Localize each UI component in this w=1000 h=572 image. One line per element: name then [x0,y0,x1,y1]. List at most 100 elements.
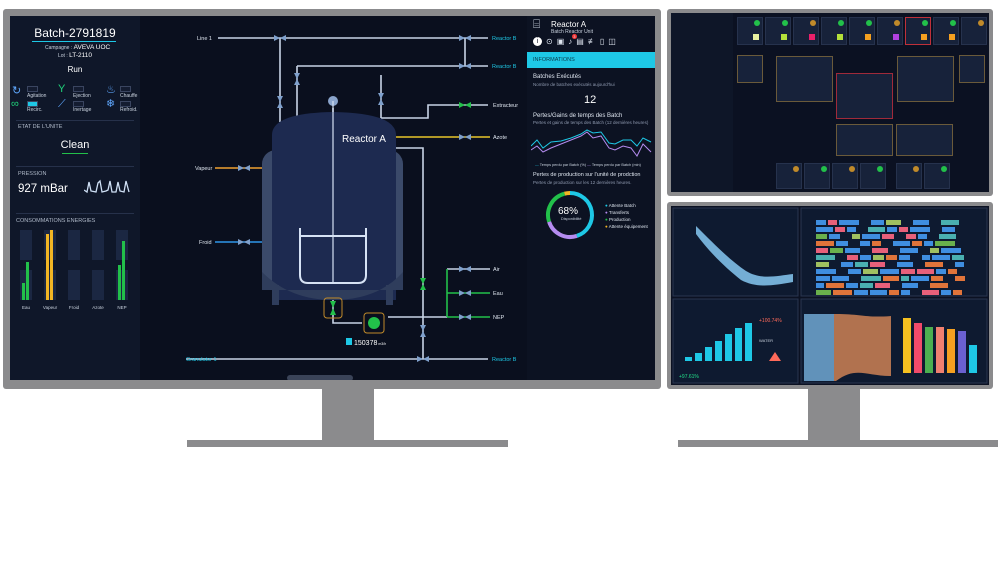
kpi-c: WATER [759,338,773,343]
donut-segment [546,191,566,223]
function-label: Ejection [73,93,91,99]
gantt-bar [841,262,853,267]
gantt-bar [816,255,835,260]
equipment-tile[interactable] [961,17,987,45]
gantt-bar [852,234,860,239]
gantt-bar [901,269,915,274]
target-icon[interactable]: ⊙ [546,37,553,46]
function-label: Chauffe [120,93,138,99]
gantt-bar [899,227,908,232]
reactor-b-link[interactable]: Reactor B [492,64,517,70]
gantt-bar [816,262,829,267]
gantt-bar [887,227,897,232]
informations-tab[interactable]: INFORMATIONS [527,52,655,68]
lock-icon[interactable]: ▣ [556,37,565,46]
reactor-b-link[interactable]: Reactor B [492,357,517,363]
nep-label: NEP [493,315,505,321]
side-monitor-stand [808,389,860,441]
equipment-tile[interactable] [849,17,875,45]
equipment-tile[interactable] [896,163,922,189]
divider [16,213,134,214]
availability-label: Disponibilité [561,217,582,221]
gains-legend: — Temps perdu par Batch (%) — Temps perd… [535,163,641,167]
gantt-bar [847,227,856,232]
equipment-tile[interactable] [765,17,791,45]
equipment-tile[interactable] [776,163,802,189]
gantt-bar [913,220,929,225]
trend-area [696,226,793,286]
function-label: Recirc. [27,107,43,113]
divider [16,120,134,121]
batches-value: 12 [584,94,597,106]
status-bar [947,329,955,373]
side-monitor-base [678,440,998,447]
equipment-tile[interactable] [933,17,959,45]
batch-panel: Batch-2791819 Campagne : AVEVA UOC Lot :… [10,16,140,380]
dashboard-charts: +100.74% WATER +97.61% [672,207,988,384]
campaign-value: AVEVA UOC [73,44,111,51]
split-icon: Y [58,83,66,95]
gantt-bar [862,234,880,239]
chauffe-indicator [120,86,131,92]
scrollbar[interactable] [287,375,353,380]
lot-label: Lot : [58,53,68,59]
bell-icon[interactable]: ♪3 [568,34,577,46]
donut-segment [564,191,571,196]
reactor-label: Reactor A [342,134,386,145]
info-icon[interactable]: i [533,37,542,46]
sliders-icon[interactable]: ≢ [587,37,596,46]
ejection-indicator [73,86,84,92]
gantt-bar [941,220,959,225]
battery-icon[interactable]: ▯ [599,37,605,46]
agitation-indicator [27,86,38,92]
donut-legend: ● Attente Batch● Transferts● Production●… [605,202,648,230]
equipment-tile[interactable] [804,163,830,189]
air-label: Air [493,267,500,273]
gantt-bar [901,276,909,281]
equipment-tile[interactable] [737,55,763,83]
equipment-tile[interactable] [776,56,833,102]
campaign-row: Campagne : AVEVA UOC [45,44,110,51]
gantt-bar [883,276,899,281]
unit-state-underline [62,153,88,154]
equipment-tile[interactable] [877,17,903,45]
production-title: Pertes de production sur l'unité de prod… [533,172,641,178]
equipment-tile[interactable] [959,55,985,83]
equipment-tile[interactable] [821,17,847,45]
gantt-bar [861,276,881,281]
notification-badge: 3 [572,34,577,39]
dashboard-screen: +100.74% WATER +97.61% [671,206,989,385]
donut-segment [547,221,578,239]
lot-row: Lot : LT-2110 [58,52,92,59]
equipment-tile[interactable] [737,17,763,45]
equipment-tile[interactable] [905,17,931,45]
equipment-tile[interactable] [836,73,893,119]
gantt-bar [932,255,950,260]
gantt-bar [816,248,828,253]
gains-line-chart [531,129,652,157]
campaign-label: Campagne : [45,45,73,51]
equipment-tile[interactable] [836,124,893,156]
gantt-bar [941,248,961,253]
equipment-tile[interactable] [896,124,953,156]
gantt-bar [880,269,899,274]
equipment-tile[interactable] [860,163,886,189]
energy-heading: CONSOMMATIONS ENERGIES [16,218,96,224]
status-bar [958,331,966,373]
gantt-bar [846,283,858,288]
energy-label: Vapeur [42,305,58,310]
equipment-tile[interactable] [832,163,858,189]
gantt-bar [832,276,849,281]
status-bar [936,327,944,373]
equipment-tile[interactable] [793,17,819,45]
gantt-bar [854,290,868,295]
reactor-b-link[interactable]: Reactor B [492,36,517,42]
equipment-tile[interactable] [924,163,950,189]
refroid-indicator [120,101,131,107]
granulator-link[interactable]: Granulator 1 [186,357,217,363]
image-icon[interactable]: ▤ [576,37,584,46]
book-icon[interactable]: ◫ [608,37,616,46]
main-monitor-base [187,440,508,447]
energy-slot [68,230,80,260]
equipment-tile[interactable] [897,56,954,102]
